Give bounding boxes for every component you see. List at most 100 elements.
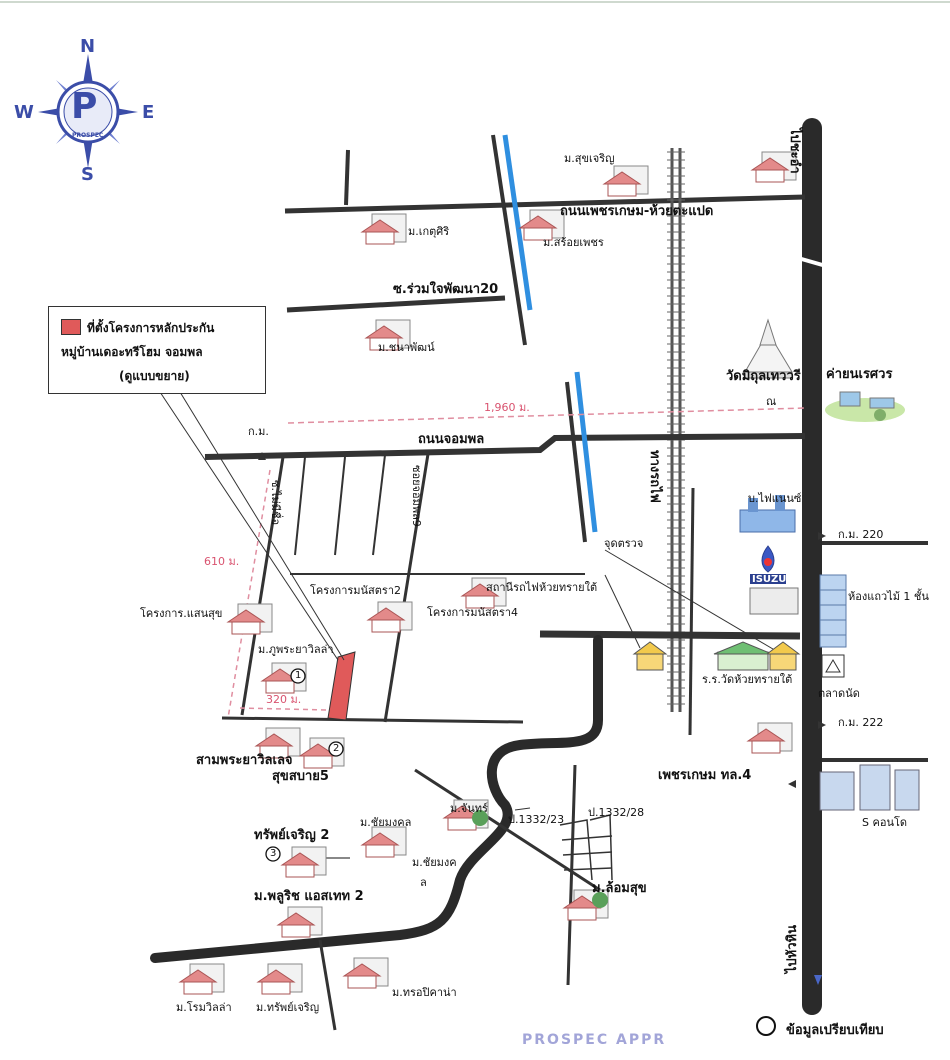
legend-line-2: หมู่บ้านเดอะทรีโฮม จอมพล: [61, 345, 203, 359]
label-km220: ก.ม. 220: [838, 528, 884, 541]
compass-n: N: [80, 36, 96, 57]
compass-rose: N S W E P PROSPEC: [14, 36, 158, 186]
label-suk-charoen: ม.สุขเจริญ: [564, 152, 615, 165]
dist-line-320: [239, 707, 329, 711]
label-road-1332-23: ป.1332/23: [508, 813, 565, 826]
road-railway-side: [688, 487, 695, 736]
label-road-petchkasem-huaytapad: ถนนเพชรเกษม-ห้วยตะแปด: [560, 204, 714, 219]
label-isuzu: ISUZU: [752, 574, 787, 585]
marker-3: 3: [270, 848, 277, 859]
condo-icon: [819, 764, 920, 811]
camp-icon: [825, 391, 905, 422]
road-south-vert: [566, 764, 577, 986]
label-ketsiri: ม.เกตุศิริ: [408, 225, 450, 238]
label-chaimongkol: ม.ชัยมงคล: [360, 816, 412, 829]
road-soi-ruamjai: [286, 295, 506, 313]
housing-icons: [178, 151, 797, 995]
power-plant-icon: [739, 495, 796, 533]
canal-middle: [574, 371, 598, 533]
label-dist-320: 320 ม.: [266, 693, 302, 706]
pointer-checkpoint: [604, 549, 779, 653]
marker-2: 2: [333, 743, 340, 754]
logo-letter: P: [71, 86, 98, 127]
temple-icon: [744, 318, 793, 379]
dist-line-1960: [287, 407, 806, 424]
marker-circles: [265, 668, 344, 862]
road-suksabai5: [221, 716, 524, 724]
road-petchkasem-huaytapad: [284, 194, 806, 214]
label-romvilla: ม.โรมวิลล่า: [176, 1001, 232, 1014]
legend-line-1: ที่ตั้งโครงการหลักประกัน: [87, 321, 215, 335]
label-road-1332-28: ป.1332/28: [588, 806, 645, 819]
label-dist-610: 610 ม.: [204, 555, 240, 568]
label-dist-1960: 1,960 ม.: [484, 401, 530, 414]
road-canal-side: [565, 381, 587, 543]
label-shophouse: ห้องแถวไม้ 1 ชั้น: [848, 590, 929, 603]
label-wat-suffix: ณ: [766, 395, 777, 408]
canal-top: [502, 134, 533, 311]
shophouse-icon: [819, 574, 847, 648]
legend-line-3: (ดูแบบขยาย): [119, 369, 190, 383]
market-icon: [821, 654, 845, 678]
railway-ties: [667, 151, 685, 705]
footer-legend-text: ข้อมูลเปรียบเทียบ: [786, 1023, 884, 1038]
road-inner-2: [334, 456, 346, 556]
school-icon: [713, 641, 801, 671]
label-phuphraya: ม.ภูพระยาวิลล่า: [258, 643, 334, 656]
road-inner-3: [372, 454, 386, 556]
pointer-line-a: [159, 391, 339, 661]
station-icon: [632, 641, 668, 671]
logo-text: PROSPEC: [72, 132, 104, 139]
label-chanapat: ม.ชนาพัฒน์: [378, 341, 435, 354]
km-arrows: [258, 452, 826, 788]
label-camp: ค่ายนเรศวร: [826, 367, 893, 382]
label-s-condo: S คอนโด: [862, 816, 908, 829]
label-to-south: ไปหัวหิน: [785, 925, 800, 974]
label-natra4: โครงการมนัสตรา4: [427, 606, 519, 619]
marker-1: 1: [295, 670, 302, 681]
label-pluis: ม.พลูริช แอสเทท 2: [254, 889, 364, 904]
label-lomsuk: ม.ล้อมสุข: [592, 881, 647, 896]
road-diagonal-top: [491, 134, 527, 346]
south-arrow-icon: [814, 975, 822, 985]
pointer-line-b: [179, 391, 345, 661]
stamp-watermark: PROSPEC APPR: [522, 1032, 667, 1048]
label-checkpoint: จุดตรวจ: [604, 537, 644, 550]
road-1332-23-marker: [514, 807, 531, 811]
dist-line-610: [227, 469, 271, 719]
compass-s: S: [81, 164, 94, 185]
label-suksabai5: สุขสบาย5: [272, 769, 329, 784]
label-school: ร.ร.วัดห้วยทรายใต้: [702, 673, 793, 686]
label-tropicana: ม.ทรอปิคาน่า: [392, 986, 457, 999]
legend-circle-icon: [756, 1016, 776, 1036]
label-chaimongkol2-suffix: ล: [420, 876, 427, 889]
legend-swatch: [61, 319, 81, 335]
label-km222: ก.ม. 222: [838, 716, 884, 729]
road-inner-1: [294, 456, 306, 556]
label-soi-jompol9: ซอยจอมพล9: [410, 465, 423, 527]
label-market: ตลาดนัด: [818, 687, 860, 700]
label-jompol-road: ถนนจอมพล: [418, 432, 485, 447]
highway-break: [797, 256, 827, 268]
legend-box: ที่ตั้งโครงการหลักประกัน หมู่บ้านเดอะทรี…: [48, 306, 266, 394]
road-soi-maimeechue: [240, 456, 285, 716]
label-sansuk: โครงการ.แสนสุข: [140, 607, 223, 620]
label-km: ก.ม.: [248, 425, 269, 438]
compass-e: E: [142, 102, 155, 123]
label-sap-charoen: ม.ทรัพย์เจริญ: [256, 1001, 320, 1014]
label-natra2: โครงการมนัสตรา2: [310, 584, 402, 597]
road-jompol: [204, 433, 806, 460]
label-sroipetch: ม.สร้อยเพชร: [543, 236, 604, 249]
label-chanthip: ม.จันทร์: [450, 802, 488, 815]
label-petchkasem-main: เพชรเกษม ทล.4: [658, 768, 752, 783]
project-plot: [327, 651, 356, 721]
ptt-isuzu-icon: [749, 545, 799, 615]
label-sampraya: สามพระยาวิลเลจ: [196, 753, 293, 768]
compass-w: W: [14, 102, 34, 123]
road-winding: [150, 635, 603, 963]
pointer-station: [604, 574, 641, 649]
plot-grid: [559, 814, 613, 881]
label-railway: ทางรถไฟ: [647, 450, 662, 503]
label-chaimongkol2: ม.ชัยมงค: [412, 856, 457, 869]
